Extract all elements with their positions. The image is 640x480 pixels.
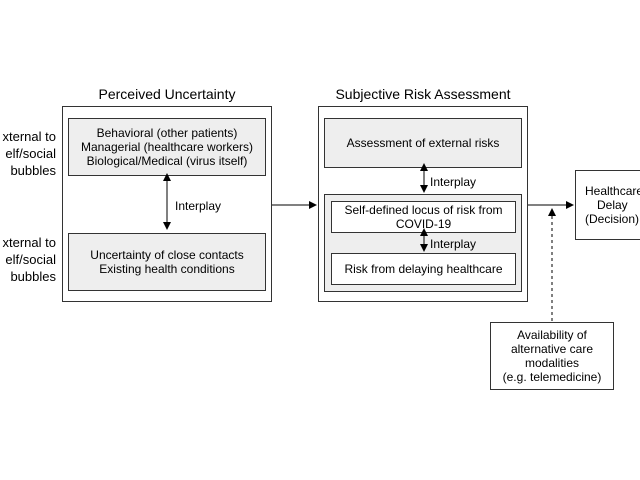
healthcare-delay-box: Healthcare Delay (Decision) bbox=[575, 170, 640, 240]
side-label-bottom: xternal to elf/social bubbles bbox=[2, 235, 56, 284]
interplay-label-subjective-2: Interplay bbox=[430, 237, 477, 251]
interplay-label-subjective-1: Interplay bbox=[430, 175, 477, 189]
external-risks-box: Assessment of external risks bbox=[324, 118, 522, 168]
risk-delaying-box: Risk from delaying healthcare bbox=[331, 253, 516, 285]
perceived-uncertainty-title: Perceived Uncertainty bbox=[98, 86, 236, 102]
alternative-care-box: Availability of alternative care modalit… bbox=[490, 322, 614, 390]
subjective-risk-title: Subjective Risk Assessment bbox=[335, 86, 511, 102]
interplay-label-perceived: Interplay bbox=[175, 199, 222, 213]
uncertainty-types-box: Behavioral (other patients) Managerial (… bbox=[68, 118, 266, 176]
side-label-top: xternal to elf/social bubbles bbox=[2, 129, 56, 178]
uncertainty-contacts-box: Uncertainty of close contacts Existing h… bbox=[68, 233, 266, 291]
self-defined-locus-box: Self-defined locus of risk from COVID-19 bbox=[331, 201, 516, 233]
